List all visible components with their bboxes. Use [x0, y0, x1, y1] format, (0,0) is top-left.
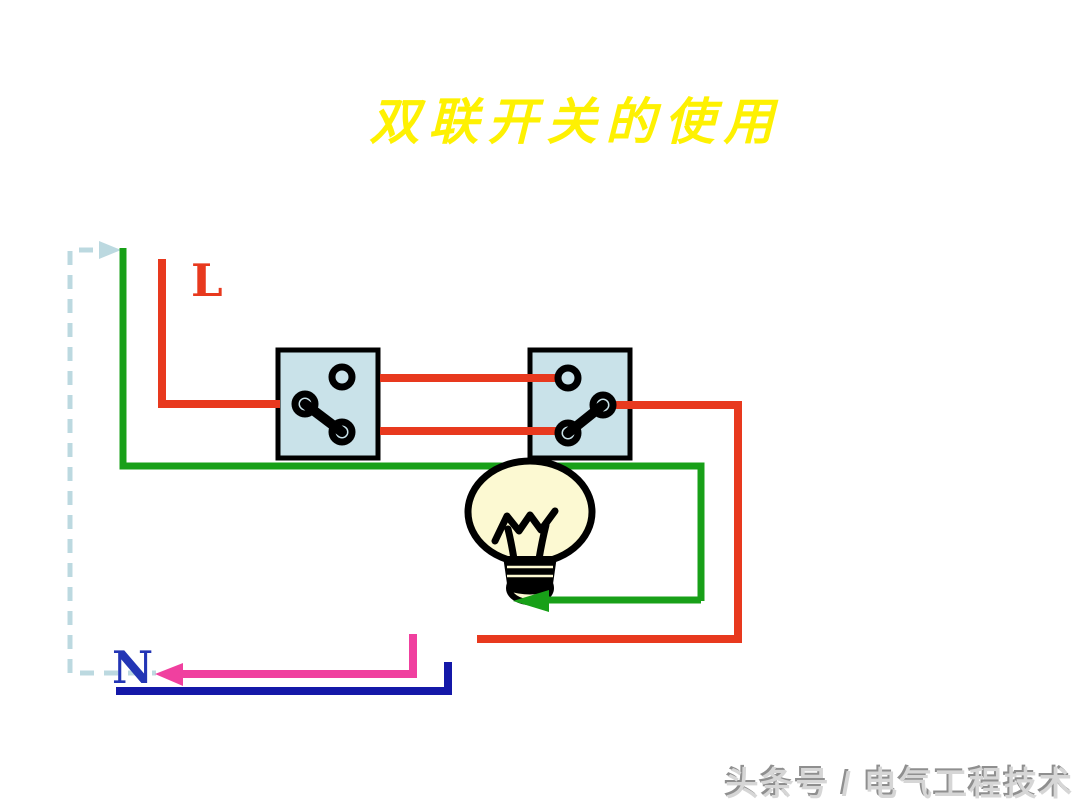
- arrow-right-icon: [99, 241, 121, 259]
- terminal: [554, 364, 582, 392]
- guide-dash-path: [67, 247, 156, 676]
- live-return-wire: [477, 401, 742, 643]
- page-title: 双联开关的使用: [369, 92, 783, 151]
- live-feed-wire: [158, 259, 280, 408]
- bulb-filament: [491, 507, 559, 563]
- live-label: L: [191, 254, 223, 307]
- filament-leg: [535, 521, 550, 563]
- bulb-base-stripes: [507, 565, 553, 578]
- neutral-flow-line: [181, 634, 417, 678]
- neutral-wire: [116, 662, 452, 695]
- live-wires: [158, 259, 742, 643]
- guide-dash-line: [67, 247, 156, 676]
- arrow-left-icon: [513, 590, 549, 612]
- terminal: [328, 363, 356, 391]
- switch-levers: [300, 399, 608, 438]
- neutral-label: N: [112, 641, 154, 694]
- switch-left-lever: [300, 399, 347, 437]
- filament-leg: [504, 525, 518, 563]
- arrow-left-icon: [155, 663, 183, 686]
- lamp-wires: [119, 248, 705, 601]
- light-bulb-icon: [464, 457, 596, 605]
- lamp-wire-main: [119, 248, 705, 601]
- neutral-flow-path: [181, 634, 417, 678]
- switch-right-lever: [563, 400, 608, 438]
- watermark: 头条号 / 电气工程技术: [725, 765, 1074, 802]
